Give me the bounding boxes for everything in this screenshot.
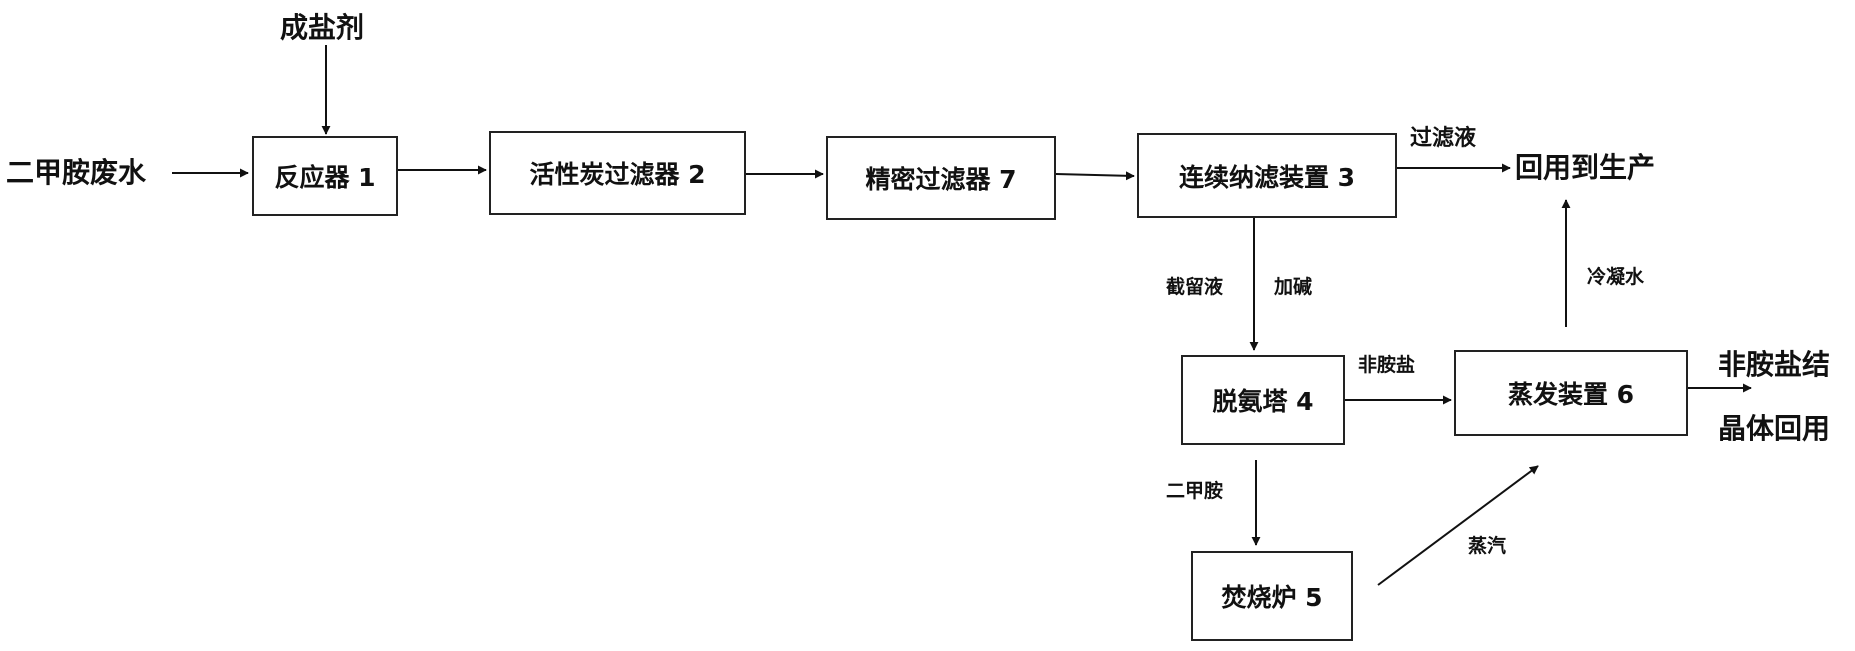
carbon-filter-label: 活性炭过滤器 2 (529, 160, 706, 189)
deammonia-tower-box: 脱氨塔 4 (1181, 355, 1345, 445)
add-alkali-label: 加碱 (1274, 276, 1313, 298)
wastewater-label: 二甲胺废水 (6, 156, 147, 189)
evaporator-box: 蒸发装置 6 (1454, 350, 1688, 436)
nanofiltration-box: 连续纳滤装置 3 (1137, 133, 1397, 218)
incinerator-label: 焚烧炉 5 (1221, 583, 1323, 612)
nanofiltration-label: 连续纳滤装置 3 (1178, 162, 1356, 192)
reuse-production-label: 回用到生产 (1515, 151, 1656, 184)
arrow-precision-filter-to-nanofiltration (1055, 171, 1135, 181)
retentate-label: 截留液 (1166, 276, 1224, 298)
carbon-filter-box: 活性炭过滤器 2 (489, 131, 746, 215)
deammonia-tower-label: 脱氨塔 4 (1212, 387, 1314, 416)
incinerator-box: 焚烧炉 5 (1191, 551, 1353, 641)
non-amine-salt-label: 非胺盐 (1358, 354, 1416, 376)
salt-agent-label: 成盐剂 (280, 11, 365, 44)
condensate-label: 冷凝水 (1587, 266, 1645, 288)
arrow-incinerator-to-evaporator (1377, 465, 1539, 586)
evaporator-label: 蒸发装置 6 (1507, 380, 1635, 409)
crystal-label-line2: 晶体回用 (1718, 412, 1831, 445)
precision-filter-box: 精密过滤器 7 (826, 136, 1056, 220)
reactor-label: 反应器 1 (274, 163, 376, 192)
dimethylamine-label: 二甲胺 (1166, 480, 1224, 502)
reactor-box: 反应器 1 (252, 136, 398, 216)
filtrate-label: 过滤液 (1410, 126, 1477, 151)
steam-label: 蒸汽 (1468, 535, 1507, 557)
precision-filter-label: 精密过滤器 7 (865, 165, 1017, 194)
crystal-label-line1: 非胺盐结 (1718, 348, 1831, 381)
